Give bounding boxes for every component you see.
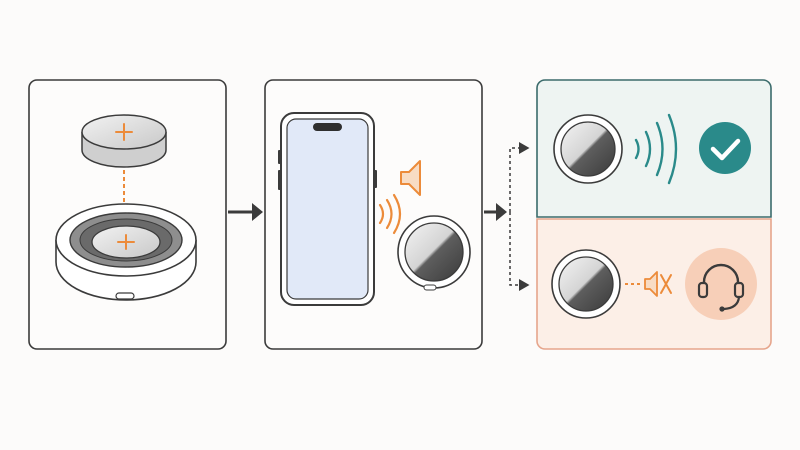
step-insert-battery-panel: [28, 79, 227, 350]
step-outcomes-panel: [536, 79, 772, 350]
tracker-slot: [115, 292, 135, 300]
step-arrow-2-head: [496, 203, 507, 221]
speaker-muted-icon: [644, 271, 672, 297]
battery-plus-icon: [117, 234, 135, 250]
check-icon: [699, 122, 751, 174]
tracker-open-icon: [55, 203, 197, 301]
battery-coin-icon: [81, 114, 167, 168]
headset-support-icon: [685, 248, 757, 320]
step-arrow-1-head: [252, 203, 263, 221]
branch-sound-heard: [536, 79, 772, 218]
sound-waves-icon: [378, 193, 402, 235]
speaker-icon: [400, 160, 421, 196]
step-play-sound-panel: [264, 79, 483, 350]
sound-waves-icon: [634, 113, 678, 185]
tracker-icon: [553, 114, 623, 184]
phone-icon: [278, 112, 377, 306]
battery-plus-icon: [115, 123, 133, 141]
branch-no-sound: [536, 218, 772, 350]
tracker-icon: [551, 249, 621, 319]
branch-connector: [509, 142, 530, 291]
tracker-icon: [397, 215, 471, 291]
